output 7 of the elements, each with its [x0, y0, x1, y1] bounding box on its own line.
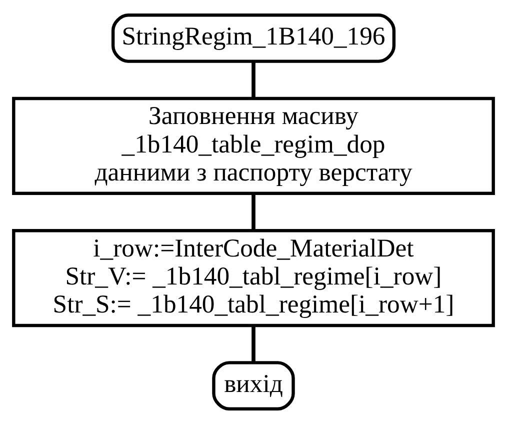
connector [252, 61, 256, 98]
connector [252, 325, 256, 362]
node-box: вихід [212, 360, 295, 410]
connector [252, 193, 256, 230]
node-box: i_row:=InterCode_MaterialDet Str_V:= _1b140_tabl_regime[i_row] Str_S:= _1b140_tabl_regime[i_row+1] [12, 228, 495, 327]
node-box: StringRegim_1B140_196 [111, 13, 396, 62]
node-box: Заповнення масиву _1b140_table_regim_dop данними з паспорту верстату [12, 96, 495, 194]
